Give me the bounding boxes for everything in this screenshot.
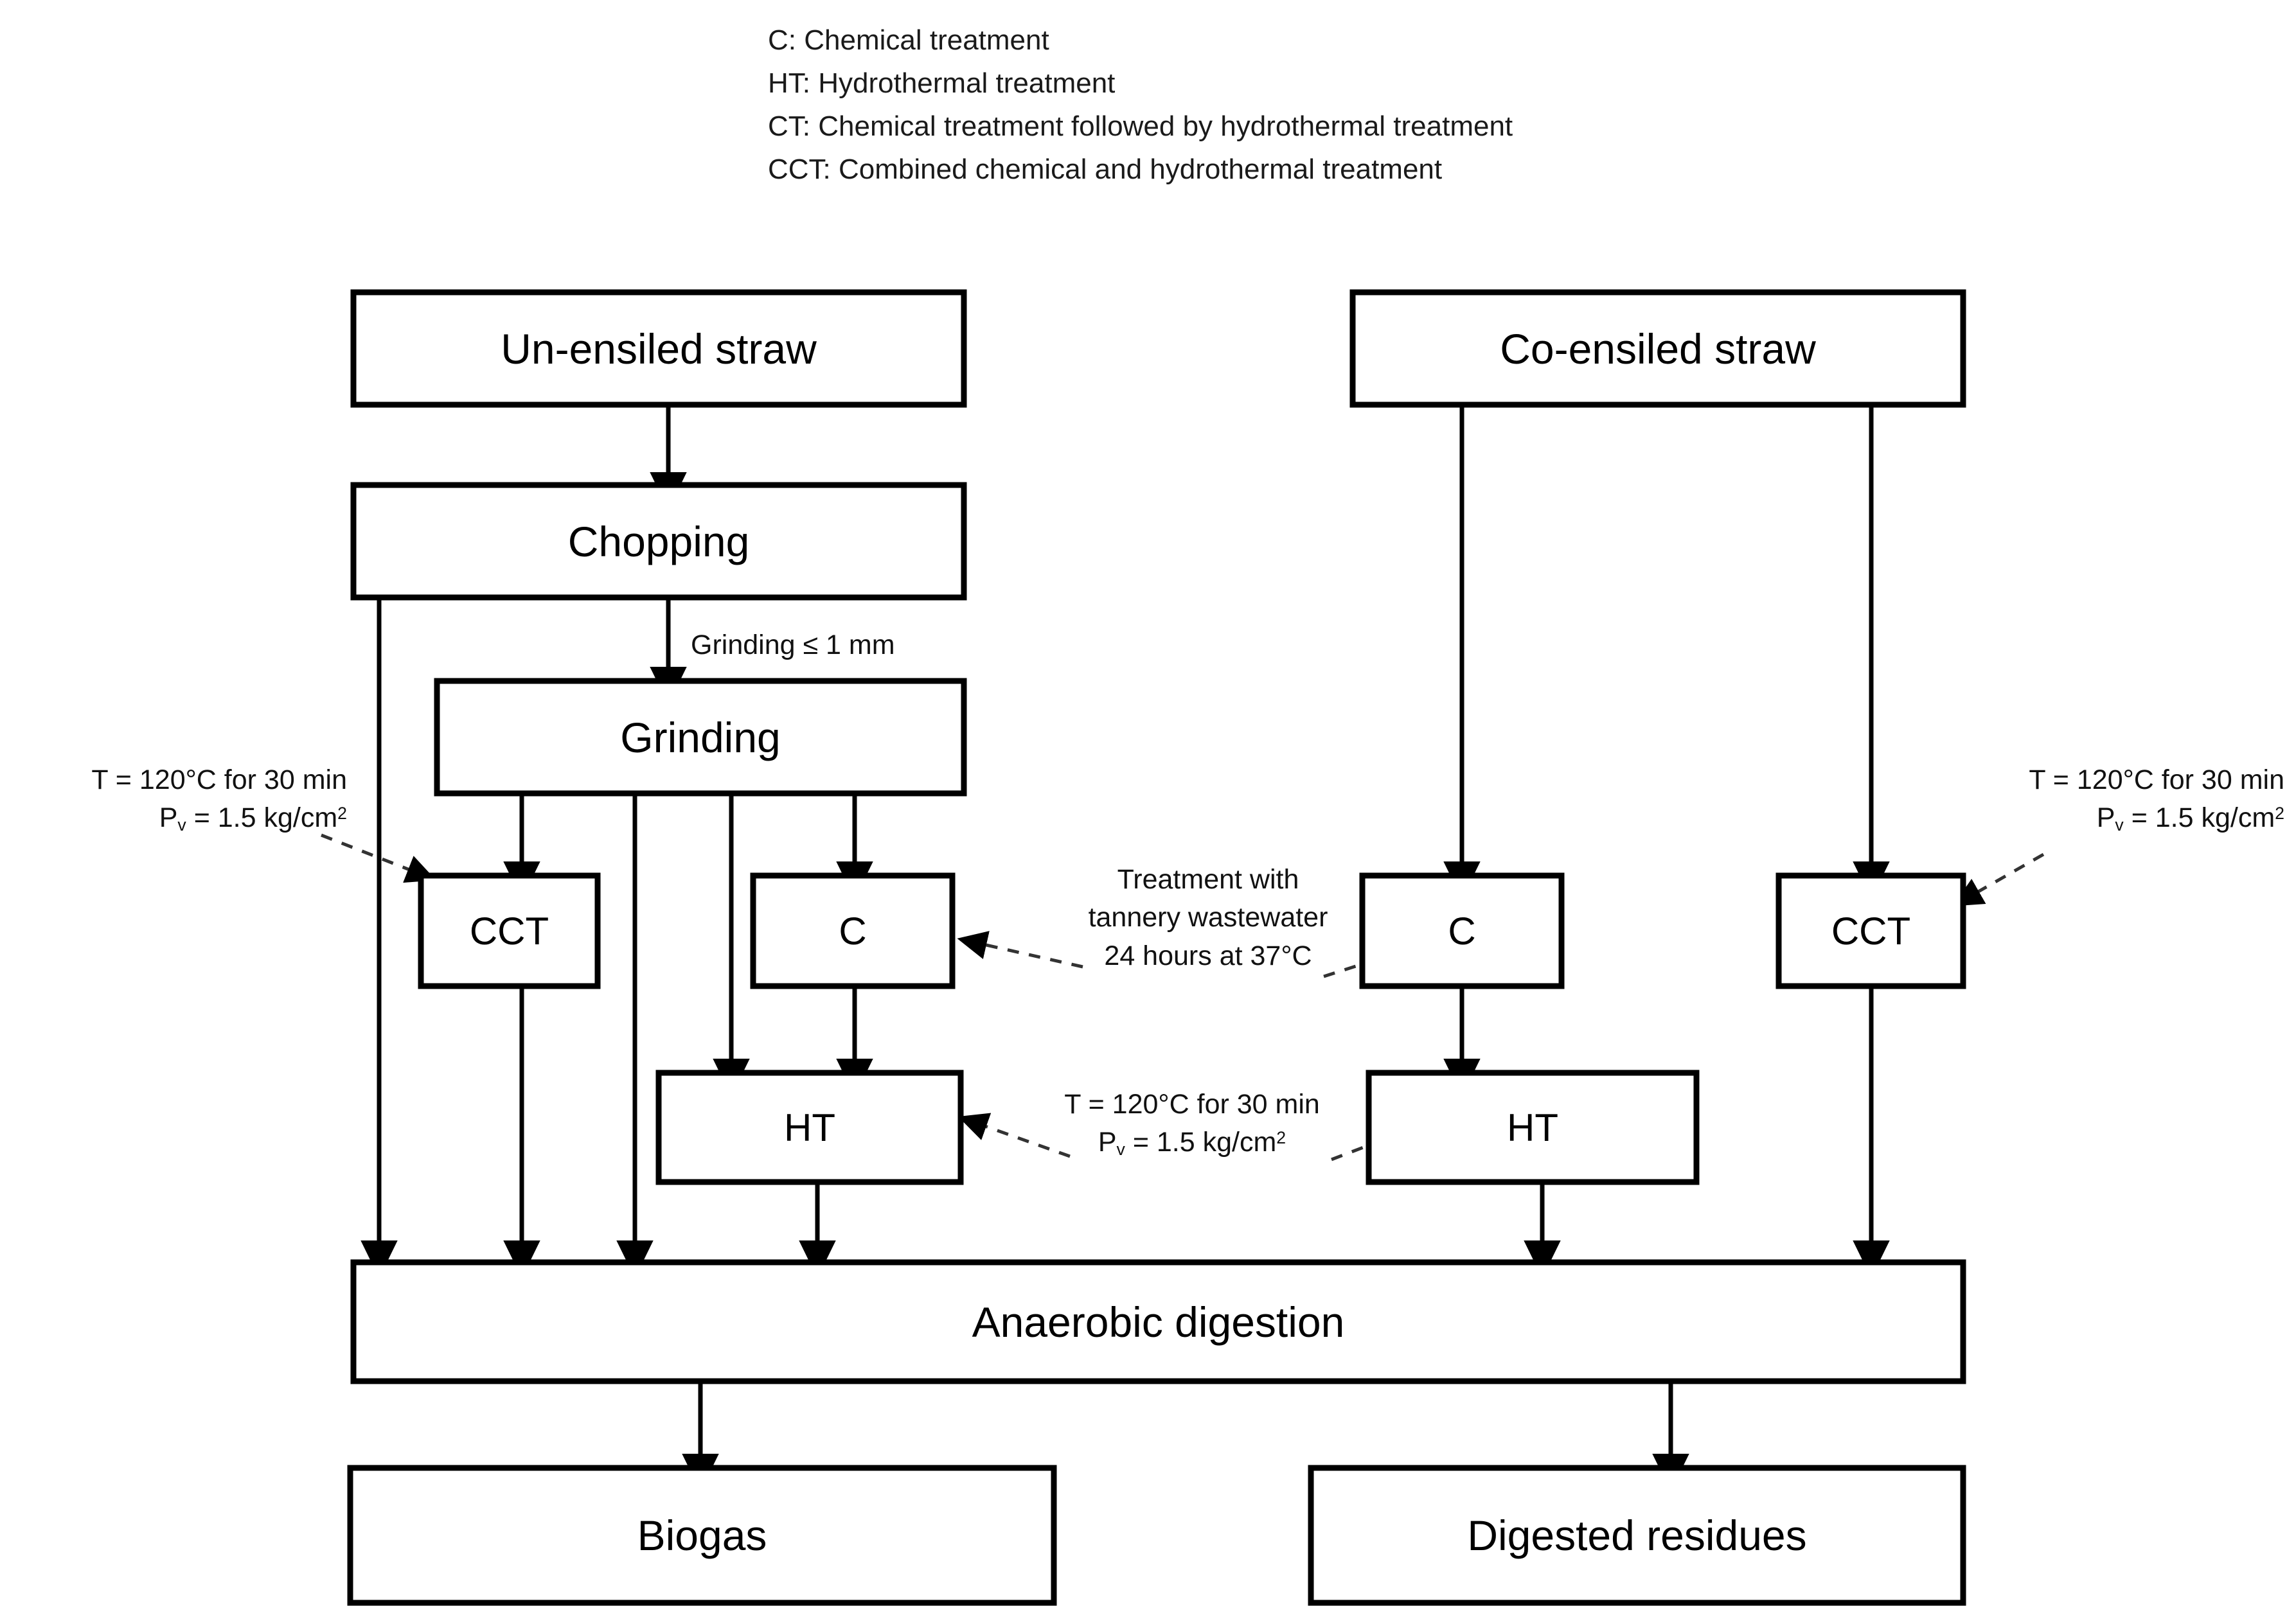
pressure-value: = 1.5 kg/cm <box>2123 802 2275 834</box>
box-digested-residues <box>1308 1465 1966 1606</box>
label-co-ensiled-straw: Co-ensiled straw <box>1500 324 1816 373</box>
label-digested-residues: Digested residues <box>1467 1512 1807 1559</box>
box-chopping <box>350 482 967 601</box>
box-biogas <box>347 1465 1057 1606</box>
annotation-ht-conditions: T = 120°C for 30 min Pv = 1.5 kg/cm2 <box>1002 1086 1382 1162</box>
label-left-c: C <box>839 909 867 953</box>
legend-line-ht: HT: Hydrothermal treatment <box>768 67 1116 99</box>
label-grinding: Grinding <box>620 713 781 761</box>
box-right-cct <box>1775 872 1966 989</box>
annotation-left-cct-pressure: Pv = 1.5 kg/cm2 <box>13 799 347 837</box>
pressure-subscript: v <box>1116 1140 1125 1160</box>
box-left-cct <box>418 872 601 989</box>
label-chopping: Chopping <box>567 517 750 565</box>
annotation-left-cct-conditions: T = 120°C for 30 min Pv = 1.5 kg/cm2 <box>13 761 347 838</box>
pressure-symbol: P <box>159 802 178 834</box>
annotation-right-cct-conditions: T = 120°C for 30 min Pv = 1.5 kg/cm2 <box>1934 761 2284 838</box>
box-right-ht <box>1366 1070 1700 1185</box>
box-right-c <box>1359 872 1565 989</box>
annotation-ht-temperature: T = 120°C for 30 min <box>1064 1089 1320 1120</box>
pressure-symbol: P <box>1098 1127 1117 1158</box>
leader-ht-left <box>957 1113 1071 1158</box>
leader-left-cct-conditions <box>321 833 436 883</box>
box-un-ensiled-straw <box>350 289 967 408</box>
label-right-c: C <box>1448 909 1476 953</box>
annotation-tannery-line-3: 24 hours at 37°C <box>1104 940 1312 971</box>
annotation-tannery-wastewater: Treatment with tannery wastewater 24 hou… <box>1028 861 1388 975</box>
pressure-superscript: 2 <box>2275 804 2284 824</box>
legend-line-cct: CCT: Combined chemical and hydrothermal … <box>768 153 1443 185</box>
label-un-ensiled-straw: Un-ensiled straw <box>501 324 817 373</box>
box-left-ht <box>655 1070 964 1185</box>
annotation-left-cct-temperature: T = 120°C for 30 min <box>91 764 347 795</box>
pressure-value: = 1.5 kg/cm <box>1125 1127 1277 1158</box>
annotation-tannery-line-2: tannery wastewater <box>1088 902 1328 933</box>
label-left-ht: HT <box>784 1106 835 1149</box>
box-anaerobic-digestion <box>350 1259 1966 1384</box>
annotation-right-cct-pressure: Pv = 1.5 kg/cm2 <box>1934 799 2284 837</box>
pressure-superscript: 2 <box>1276 1128 1286 1148</box>
label-right-ht: HT <box>1507 1106 1558 1149</box>
box-co-ensiled-straw <box>1349 289 1966 408</box>
pressure-value: = 1.5 kg/cm <box>186 802 338 834</box>
label-anaerobic-digestion: Anaerobic digestion <box>972 1298 1345 1346</box>
annotation-ht-pressure: Pv = 1.5 kg/cm2 <box>1002 1124 1382 1161</box>
leader-tannery-left <box>957 931 1083 969</box>
legend-line-c: C: Chemical treatment <box>768 24 1049 56</box>
label-biogas: Biogas <box>637 1512 767 1559</box>
leader-right-cct-conditions <box>1952 852 2045 906</box>
box-grinding <box>434 678 967 797</box>
pressure-subscript: v <box>177 815 186 835</box>
pressure-subscript: v <box>2115 815 2124 835</box>
label-right-cct: CCT <box>1831 909 1911 953</box>
box-left-c <box>750 872 956 989</box>
annotation-right-cct-temperature: T = 120°C for 30 min <box>2029 764 2284 795</box>
pressure-symbol: P <box>2096 802 2115 834</box>
pressure-superscript: 2 <box>337 804 347 824</box>
legend: C: Chemical treatment HT: Hydrothermal t… <box>768 19 1860 191</box>
legend-line-ct: CT: Chemical treatment followed by hydro… <box>768 110 1513 142</box>
annotation-tannery-line-1: Treatment with <box>1117 864 1299 895</box>
label-left-cct: CCT <box>469 909 549 953</box>
annotation-grinding-size: Grinding ≤ 1 mm <box>691 630 895 660</box>
